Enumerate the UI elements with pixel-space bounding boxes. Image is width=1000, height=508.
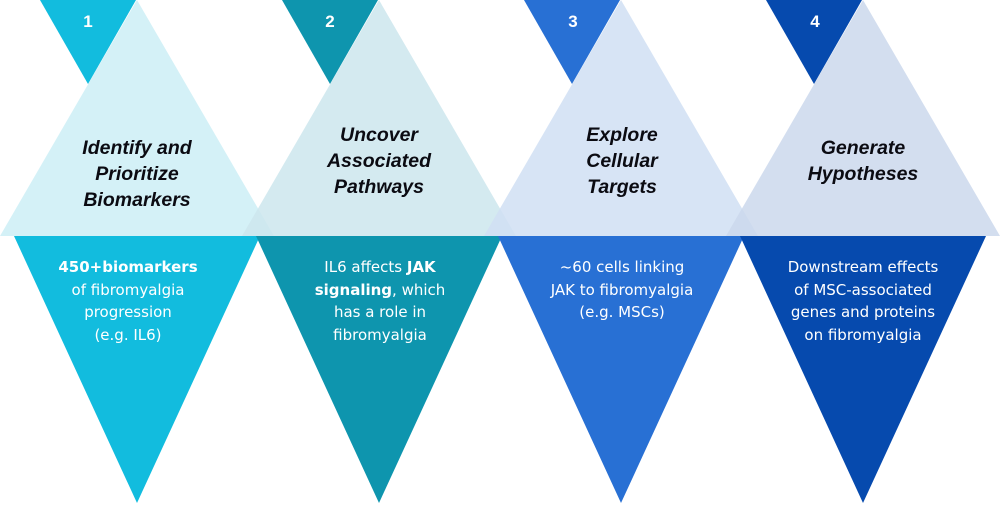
- step-4-lower-triangle: [740, 236, 986, 503]
- step-2-upper-triangle: [242, 0, 516, 236]
- description-line: (e.g. MSCs): [512, 301, 732, 324]
- description-emphasis: signaling: [314, 280, 393, 299]
- step-1-title-line: Identify and: [82, 137, 192, 159]
- description-text: IL6 affects: [324, 258, 407, 276]
- step-3-lower-triangle: [498, 236, 744, 503]
- description-line: of MSC-associated: [753, 279, 973, 302]
- description-line: 450+biomarkers: [18, 256, 238, 279]
- step-2-title-line: Associated: [326, 150, 432, 172]
- step-2-title-line: Uncover: [339, 124, 419, 146]
- step-2-title: Uncover Associated Pathways: [279, 122, 479, 200]
- description-text: on fibromyalgia: [804, 325, 922, 344]
- step-3-title: Explore Cellular Targets: [522, 122, 722, 200]
- step-1-description: 450+biomarkers of fibromyalgia progression…: [18, 256, 238, 346]
- step-1-lower-triangle: [14, 236, 260, 503]
- description-text: JAK to fibromyalgia: [550, 280, 694, 299]
- step-1-title: Identify and Prioritize Biomarkers: [37, 135, 237, 213]
- description-line: on fibromyalgia: [753, 324, 973, 347]
- description-text: Downstream effects: [787, 258, 939, 276]
- step-4-title-line: Generate: [820, 137, 906, 159]
- step-3-upper-triangle: [484, 0, 758, 236]
- description-line: has a role in: [270, 301, 490, 324]
- step-1-number-badge: [40, 0, 136, 84]
- description-text: genes and proteins: [790, 303, 936, 321]
- description-text: fibromyalgia: [333, 325, 427, 344]
- description-text: ~60 cells linking: [559, 258, 685, 276]
- step-3-number: 3: [568, 12, 578, 31]
- step-1-title-line: Prioritize: [95, 163, 179, 185]
- step-2-number: 2: [325, 12, 335, 31]
- description-emphasis: 450+biomarkers: [58, 258, 198, 276]
- step-3-title-line: Cellular: [586, 150, 658, 172]
- description-line: of fibromyalgia: [18, 279, 238, 302]
- step-2-lower-triangle: [256, 236, 502, 503]
- step-3-title-line: Explore: [586, 124, 658, 146]
- description-line: progression: [18, 301, 238, 324]
- step-4-number: 4: [810, 12, 820, 31]
- step-3-title-line: Targets: [587, 176, 657, 198]
- step-3-number-badge: [524, 0, 620, 84]
- description-line: Downstream effects: [753, 256, 973, 279]
- step-4-description: Downstream effects of MSC-associated genes…: [753, 256, 973, 346]
- step-2-number-badge: [282, 0, 378, 84]
- description-line: ~60 cells linking: [512, 256, 732, 279]
- description-line: genes and proteins: [753, 301, 973, 324]
- step-4-number-badge: [766, 0, 862, 84]
- description-line: JAK to fibromyalgia: [512, 279, 732, 302]
- description-text: of MSC-associated: [794, 280, 932, 299]
- description-line: signaling, which: [270, 279, 490, 302]
- step-1-upper-triangle: [0, 0, 274, 236]
- description-text: (e.g. IL6): [94, 325, 162, 344]
- description-text: of fibromyalgia: [71, 280, 185, 299]
- step-2-title-line: Pathways: [334, 176, 424, 198]
- description-line: fibromyalgia: [270, 324, 490, 347]
- step-1-number: 1: [83, 12, 93, 31]
- description-emphasis: JAK: [406, 258, 436, 276]
- description-line: (e.g. IL6): [18, 324, 238, 347]
- step-4-title-line: Hypotheses: [807, 163, 919, 185]
- step-1-title-line: Biomarkers: [83, 189, 191, 211]
- description-text: progression: [84, 303, 172, 321]
- description-text: has a role in: [333, 303, 427, 321]
- step-4-upper-triangle: [726, 0, 1000, 236]
- step-4-title: Generate Hypotheses: [763, 135, 963, 187]
- description-text: , which: [392, 280, 446, 299]
- description-line: IL6 affects JAK: [270, 256, 490, 279]
- description-text: (e.g. MSCs): [579, 303, 665, 321]
